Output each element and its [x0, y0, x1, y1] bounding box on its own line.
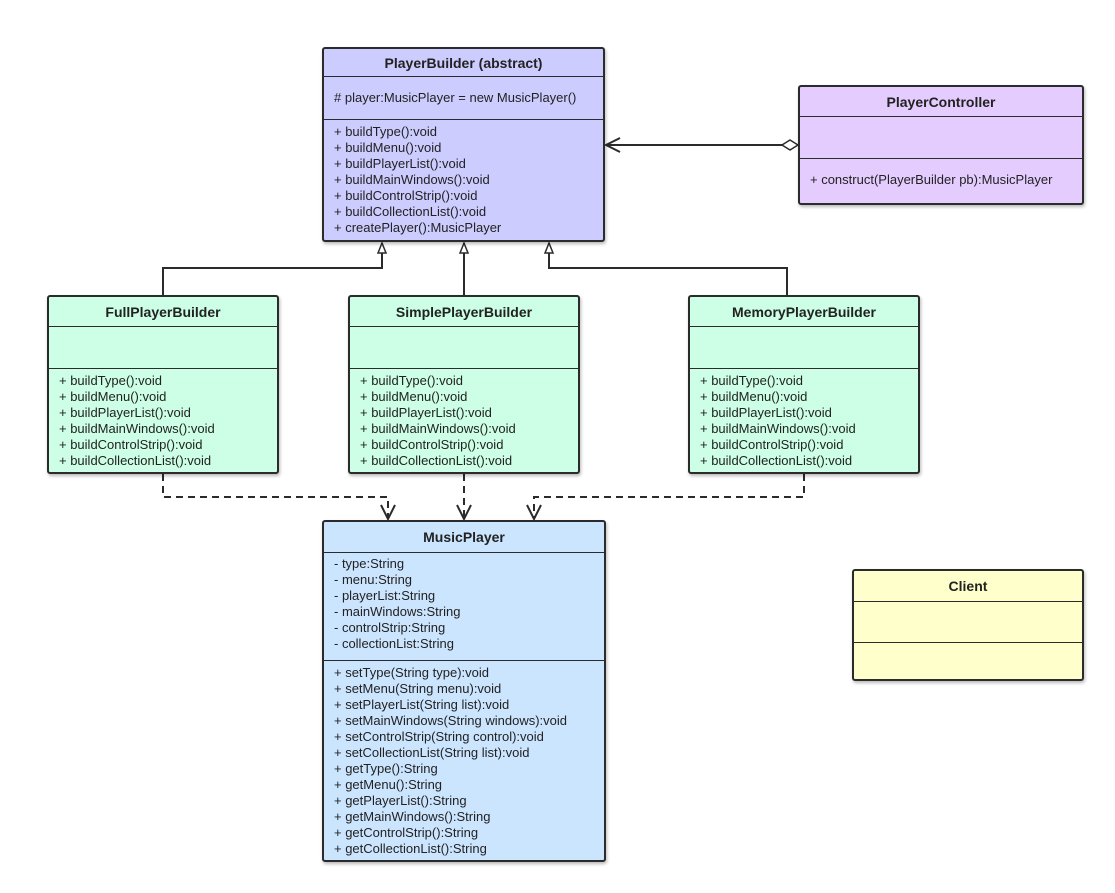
method: + setMenu(String menu):void — [334, 681, 502, 696]
method: + getCollectionList():String — [334, 841, 487, 856]
methods-section: + construct(PlayerBuilder pb):MusicPlaye… — [800, 159, 1082, 192]
method: + buildMenu():void — [334, 140, 442, 155]
class-player-builder[interactable]: PlayerBuilder (abstract) # player:MusicP… — [322, 47, 605, 242]
method: + createPlayer():MusicPlayer — [334, 220, 502, 235]
method: + buildType():void — [700, 373, 803, 388]
method: + buildMenu():void — [700, 389, 808, 404]
attributes-section — [350, 327, 578, 369]
method: + buildMainWindows():void — [360, 421, 516, 436]
dependency-memory-to-musicplayer — [534, 474, 805, 519]
class-music-player[interactable]: MusicPlayer - type:String - menu:String … — [322, 520, 606, 862]
class-name: SimplePlayerBuilder — [350, 297, 578, 327]
class-name: FullPlayerBuilder — [49, 297, 277, 327]
method: + buildType():void — [360, 373, 463, 388]
method: + buildPlayerList():void — [59, 405, 191, 420]
methods-section: + setType(String type):void + setMenu(St… — [324, 661, 604, 857]
method: + getType():String — [334, 761, 438, 776]
method: + buildCollectionList():void — [334, 204, 487, 219]
method: + setCollectionList(String list):void — [334, 745, 530, 760]
class-name: PlayerController — [800, 87, 1082, 117]
class-player-controller[interactable]: PlayerController + construct(PlayerBuild… — [798, 85, 1084, 205]
method: + buildType():void — [59, 373, 162, 388]
method: + buildMainWindows():void — [59, 421, 215, 436]
method: + construct(PlayerBuilder pb):MusicPlaye… — [810, 172, 1053, 187]
method: + buildControlStrip():void — [360, 437, 504, 452]
methods-section: + buildType():void + buildMenu():void + … — [49, 369, 277, 469]
method: + getControlStrip():String — [334, 825, 479, 840]
method: + getMenu():String — [334, 777, 443, 792]
method: + getMainWindows():String — [334, 809, 491, 824]
attribute: - collectionList:String — [334, 636, 454, 651]
attribute: # player:MusicPlayer = new MusicPlayer() — [334, 90, 577, 105]
method: + buildControlStrip():void — [334, 188, 478, 203]
attribute: - mainWindows:String — [334, 604, 461, 619]
method: + buildMainWindows():void — [700, 421, 856, 436]
class-client[interactable]: Client — [852, 569, 1084, 681]
class-full-player-builder[interactable]: FullPlayerBuilder + buildType():void + b… — [47, 295, 279, 474]
attributes-section — [690, 327, 918, 369]
class-name: MemoryPlayerBuilder — [690, 297, 918, 327]
method: + buildPlayerList():void — [334, 156, 466, 171]
method: + buildMenu():void — [59, 389, 167, 404]
attributes-section: - type:String - menu:String - playerList… — [324, 553, 604, 661]
method: + buildControlStrip():void — [700, 437, 844, 452]
class-memory-player-builder[interactable]: MemoryPlayerBuilder + buildType():void +… — [688, 295, 920, 474]
attribute: - playerList:String — [334, 588, 436, 603]
method: + buildCollectionList():void — [360, 453, 513, 468]
method: + setMainWindows(String windows):void — [334, 713, 568, 728]
method: + buildControlStrip():void — [59, 437, 203, 452]
class-name: PlayerBuilder (abstract) — [324, 49, 603, 77]
class-name: Client — [854, 571, 1082, 602]
method: + buildCollectionList():void — [59, 453, 212, 468]
class-simple-player-builder[interactable]: SimplePlayerBuilder + buildType():void +… — [348, 295, 580, 474]
method: + buildMenu():void — [360, 389, 468, 404]
class-name: MusicPlayer — [324, 522, 604, 553]
attributes-section — [49, 327, 277, 369]
method: + buildPlayerList():void — [700, 405, 832, 420]
method: + buildType():void — [334, 124, 437, 139]
inheritance-memory-to-abstract — [549, 243, 788, 296]
attributes-section — [854, 602, 1082, 643]
methods-section: + buildType():void + buildMenu():void + … — [690, 369, 918, 469]
method: + setType(String type):void — [334, 665, 489, 680]
attributes-section — [800, 117, 1082, 159]
method: + setControlStrip(String control):void — [334, 729, 544, 744]
attributes-section: # player:MusicPlayer = new MusicPlayer() — [324, 77, 603, 120]
methods-section — [854, 643, 1082, 647]
method: + buildPlayerList():void — [360, 405, 492, 420]
inheritance-full-to-abstract — [162, 243, 382, 296]
attribute: - menu:String — [334, 572, 413, 587]
method: + setPlayerList(String list):void — [334, 697, 510, 712]
aggregation-diamond — [780, 139, 800, 151]
methods-section: + buildType():void + buildMenu():void + … — [350, 369, 578, 469]
method: + getPlayerList():String — [334, 793, 467, 808]
attribute: - controlStrip:String — [334, 620, 446, 635]
method: + buildCollectionList():void — [700, 453, 853, 468]
method: + buildMainWindows():void — [334, 172, 490, 187]
attribute: - type:String — [334, 556, 405, 571]
methods-section: + buildType():void + buildMenu():void + … — [324, 120, 603, 236]
dependency-full-to-musicplayer — [162, 474, 388, 519]
